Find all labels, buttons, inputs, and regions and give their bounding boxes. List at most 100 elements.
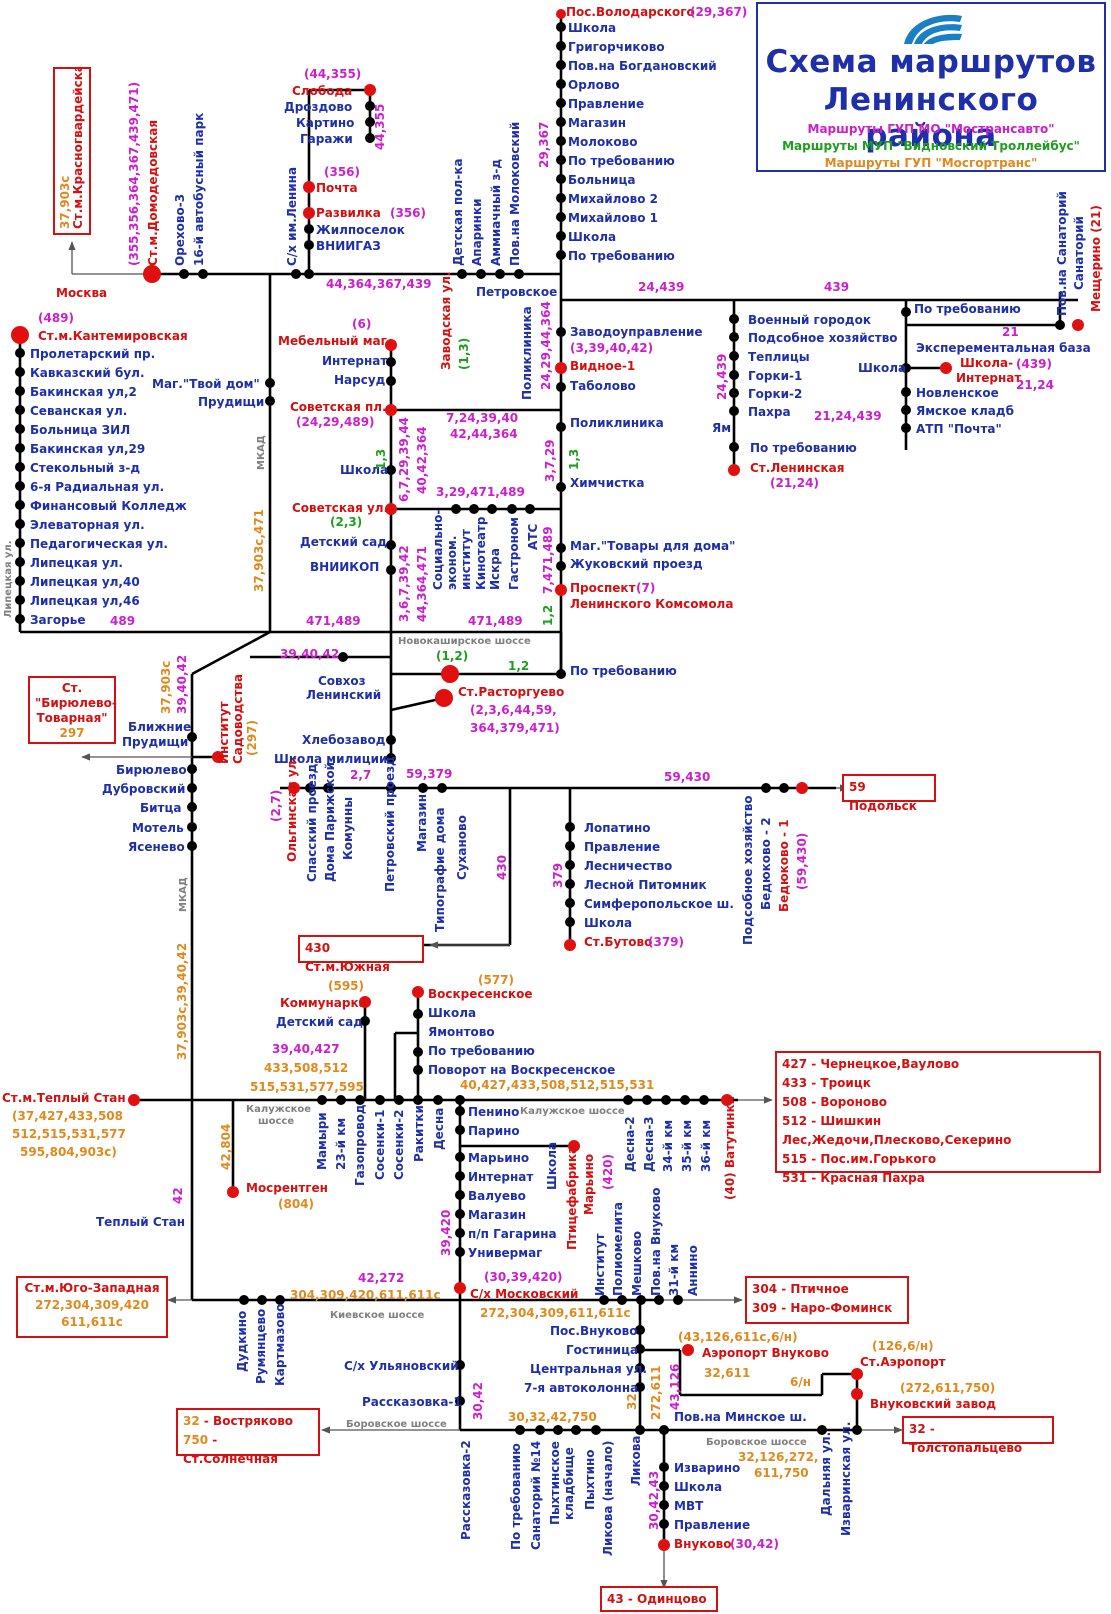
terminal-stop-dot (435, 689, 453, 707)
stop-dot (15, 386, 25, 396)
stop-dot (761, 783, 771, 793)
station-label: 471,489 (468, 614, 523, 628)
station-label-vertical: Институт (217, 701, 231, 764)
station-label-vertical: 40,42,364 (415, 426, 429, 494)
station-label-vertical: (1,3) (457, 338, 471, 370)
stop-dot (433, 1095, 443, 1105)
station-label: Школа (584, 916, 632, 930)
station-label: 1,2 (508, 659, 529, 673)
station-label: Ям (712, 421, 731, 435)
station-label-vertical: Аннино (686, 1245, 700, 1296)
stop-dot (15, 405, 25, 415)
station-label: шоссе (258, 1116, 294, 1127)
station-label: АТП "Почта" (916, 422, 1002, 436)
stop-dot (565, 898, 575, 908)
station-label: Хлебозавод (302, 733, 386, 747)
stop-dot (556, 250, 566, 260)
stop-dot (413, 1047, 423, 1057)
stop-dot (455, 1095, 465, 1105)
station-label: Стекольный з-д (30, 461, 140, 475)
station-label-vertical: Марьино (582, 1154, 596, 1215)
station-label-vertical: Полиомелита (611, 1202, 625, 1296)
stop-dot (556, 60, 566, 70)
stop-dot (336, 1095, 346, 1105)
stop-dot (635, 1382, 645, 1392)
stop-dot (15, 500, 25, 510)
station-label-vertical: (355,356,364,367,439,471) (127, 82, 141, 266)
stop-dot (418, 783, 428, 793)
terminal-stop-dot (212, 751, 224, 763)
station-label: По требованию (568, 249, 675, 263)
stop-dot (556, 561, 566, 571)
station-label-vertical: Аммиачный з-д (489, 159, 503, 266)
krasnogvardeyskaya-name-layer: Ст.м.Красногвардейская (71, 67, 85, 229)
stop-dot (556, 98, 566, 108)
stop-dot (556, 79, 566, 89)
odintsovo-label: 43 - Одинцово (607, 1592, 707, 1606)
station-label-vertical: Изваринская ул. (839, 1422, 853, 1536)
terminal-stop-dot (1072, 319, 1084, 331)
stop-dot (525, 504, 535, 514)
station-label: По требованию (428, 1044, 535, 1058)
station-label-vertical: Подсобное хозяйство (741, 795, 755, 945)
station-label: МВТ (674, 1499, 704, 1513)
station-label: Калужское шоссе (520, 1106, 625, 1117)
station-label-vertical: Магазин (415, 794, 429, 852)
station-label: Липецкая ул. (30, 556, 123, 570)
map-title-line1: Схема маршрутов (765, 44, 1097, 80)
stop-dot (469, 504, 479, 514)
stop-dot (317, 1095, 327, 1105)
station-label-vertical: С/х им.Ленина (285, 167, 299, 266)
station-label-vertical: Бедюково - 2 (759, 817, 773, 910)
stop-dot (901, 387, 911, 397)
station-label: 24,439 (638, 280, 684, 294)
station-label: 489 (110, 614, 135, 628)
legend-vidnovsky-trolleybus: Маршруты МУП "Видновский Троллейбус" (782, 139, 1080, 153)
yugozapadnaya-routes-1: 272,304,309,420 (35, 1298, 149, 1312)
station-label: Ближние (128, 720, 191, 734)
stop-dot (556, 669, 566, 679)
stop-dot (565, 879, 575, 889)
station-label-vertical: 30,42,43 (647, 1471, 661, 1530)
stop-dot (265, 378, 275, 388)
station-label: 40,427,433,508,512,515,531 (460, 1078, 654, 1092)
stop-dot (901, 363, 911, 373)
terminal-stop-dot (564, 939, 576, 951)
station-label-vertical: Социально- (431, 510, 445, 590)
podolsk-label: 59 Подольск (849, 780, 917, 813)
station-label: Поликлиника (570, 416, 664, 430)
station-label: Магазин (468, 1208, 526, 1222)
stop-dot (187, 764, 197, 774)
station-label-vertical: 37,903с (159, 661, 173, 714)
station-label: Горки-1 (748, 369, 802, 383)
stop-dot (304, 240, 314, 250)
station-label: Михайлово 1 (568, 211, 658, 225)
station-label: 59,379 (406, 767, 452, 781)
station-label: (24,29,489) (296, 415, 375, 429)
stop-dot (659, 1519, 669, 1529)
station-label-vertical: Пов.на Молоковский (508, 122, 522, 266)
station-label-vertical: Школа (545, 1142, 559, 1190)
station-label: Советская пл. (290, 400, 387, 414)
station-label: Ясенево (128, 840, 185, 854)
station-label: Пос.Володарского (566, 5, 695, 19)
station-label: (804) (278, 1197, 314, 1211)
station-label: Ямонтово (428, 1025, 495, 1039)
stop-dot (729, 442, 739, 452)
station-label-vertical: Мещерино (21) (1089, 205, 1103, 312)
station-label: Ст.м.Кантемировская (38, 329, 188, 343)
station-label-vertical: Заводская ул. (439, 271, 453, 370)
station-label-vertical: 379 (551, 863, 565, 888)
terminal-stop-dot (555, 584, 567, 596)
station-label-vertical: (40) Ватутинки (723, 1096, 737, 1200)
stop-dot (599, 1295, 609, 1305)
stop-dot (239, 1295, 249, 1305)
station-label: Эксперементальная база (916, 341, 1091, 355)
station-label: Слобода (292, 84, 352, 98)
terminal-stop-dot (288, 782, 300, 794)
stop-dot (187, 802, 197, 812)
station-label: Марьино (468, 1151, 529, 1165)
stop-dot (636, 1295, 646, 1305)
station-label: (43,126,611с,6/н) (678, 1330, 798, 1344)
stop-dot (365, 133, 375, 143)
